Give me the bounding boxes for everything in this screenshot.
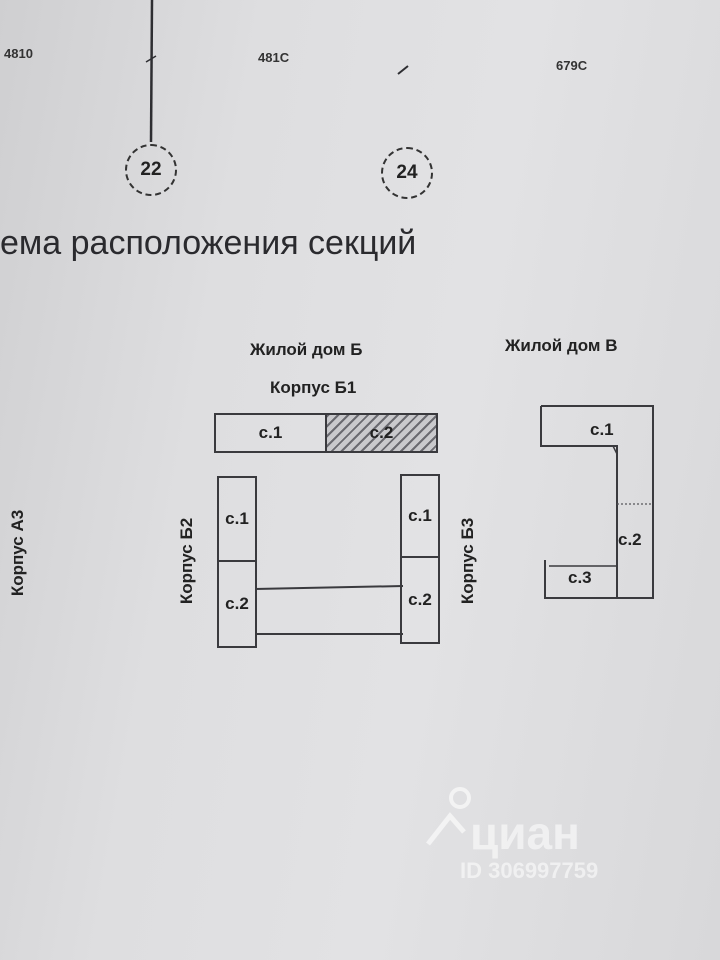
page-heading: ема расположения секций xyxy=(0,224,417,262)
section-label: с.2 xyxy=(408,590,432,609)
korpus-connector xyxy=(255,585,404,635)
building-v-title: Жилой дом В xyxy=(505,336,618,355)
location-pin-icon xyxy=(426,787,471,846)
grid-number-3: 679C xyxy=(556,58,588,73)
watermark-id: ID 306997759 xyxy=(460,858,599,883)
korpus-b1-label: Корпус Б1 xyxy=(270,378,357,397)
korpus-b2-section-2: с.2 xyxy=(217,560,257,648)
korpus-b3-label: Корпус Б3 xyxy=(458,517,478,605)
axis-mark-24: 24 xyxy=(381,147,433,199)
building-v-section-1: с.1 xyxy=(590,420,614,439)
section-label: с.2 xyxy=(225,594,249,613)
korpus-b3-section-1: с.1 xyxy=(400,474,440,558)
section-label: с.2 xyxy=(369,423,394,442)
watermark-brand: циан xyxy=(470,807,580,859)
korpus-b3-section-2: с.2 xyxy=(400,556,440,644)
axis-lines xyxy=(145,0,409,143)
building-v-section-3: с.3 xyxy=(568,568,592,587)
korpus-a3-label: Корпус А3 xyxy=(8,509,28,597)
korpus-b1-section-1: с.1 xyxy=(214,413,327,453)
building-v-outline xyxy=(540,405,654,599)
grid-number-1: 4810 xyxy=(4,46,33,61)
section-label: с.1 xyxy=(258,423,283,442)
korpus-b2-section-1: с.1 xyxy=(217,476,257,562)
korpus-b1-section-2: с.2 xyxy=(325,413,438,453)
building-v-section-2: с.2 xyxy=(618,530,642,549)
section-label: с.1 xyxy=(225,509,249,528)
section-label: с.1 xyxy=(408,506,432,525)
axis-mark-22: 22 xyxy=(125,144,177,196)
building-b-title: Жилой дом Б xyxy=(250,340,363,359)
korpus-b2-label: Корпус Б2 xyxy=(177,517,197,605)
grid-number-2: 481C xyxy=(258,50,290,65)
